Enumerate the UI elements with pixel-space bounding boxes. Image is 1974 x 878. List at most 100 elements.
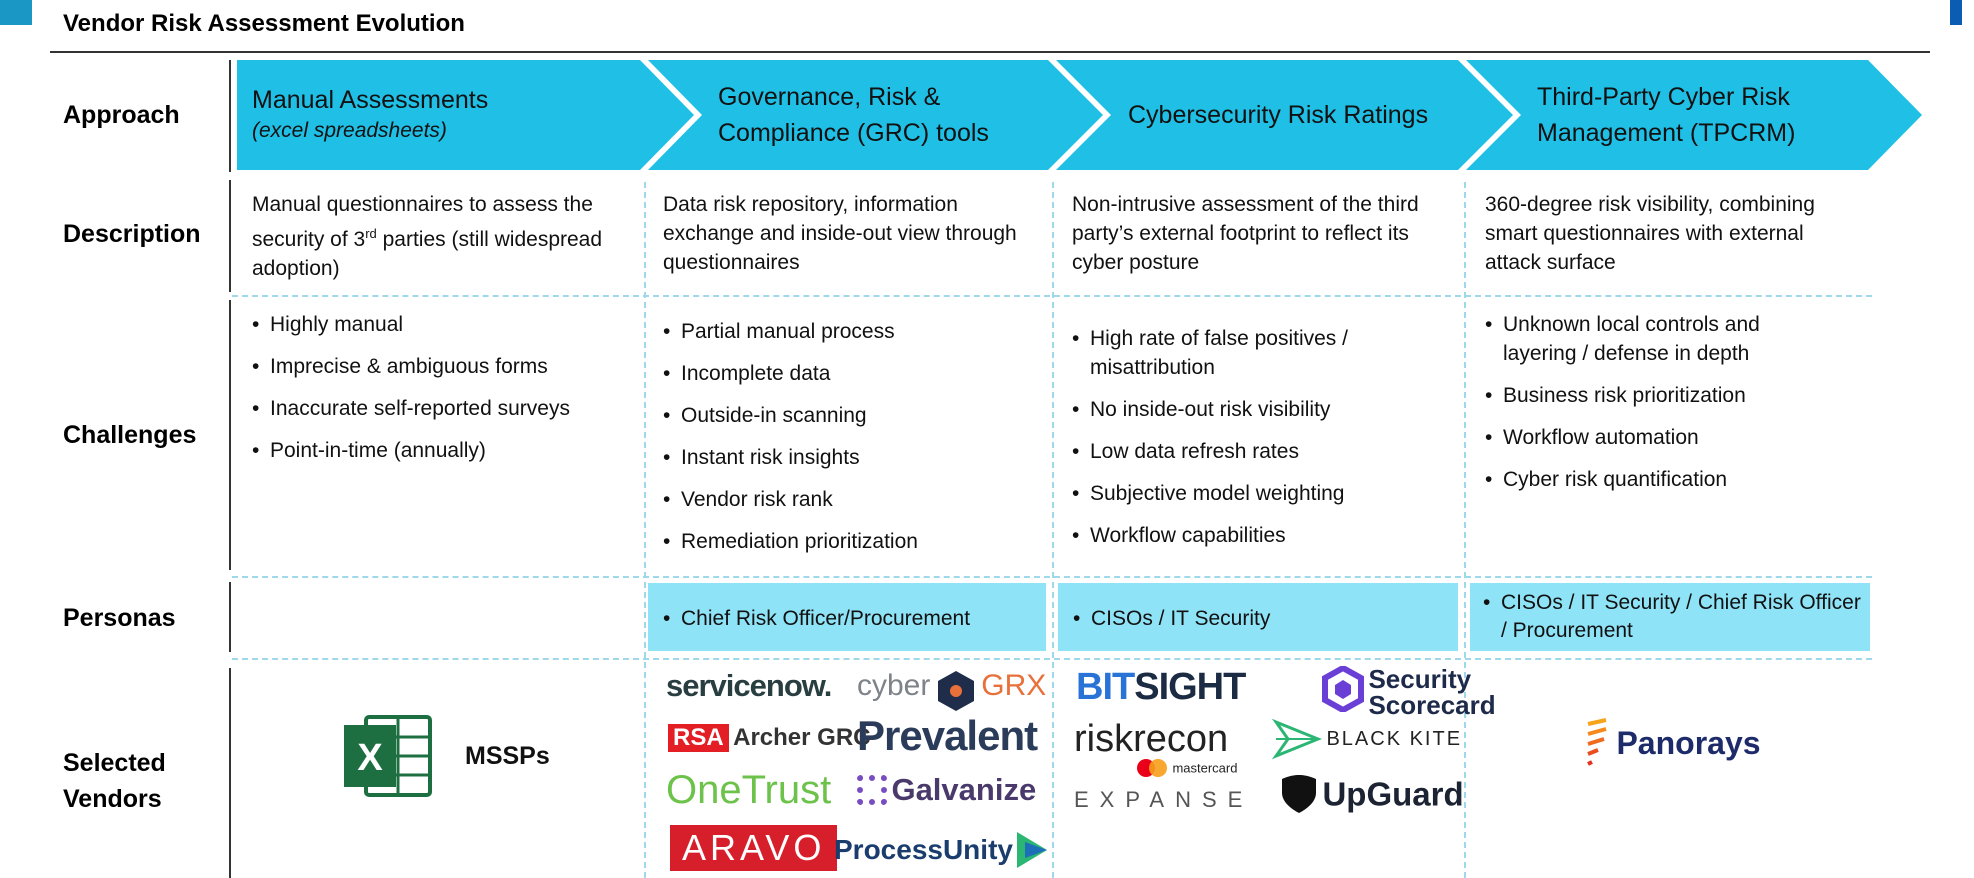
upguard-logo: UpGuard (1280, 773, 1464, 815)
mssps-label: MSSPs (465, 742, 550, 770)
challenges-manual: Highly manual Imprecise & ambiguous form… (252, 310, 632, 478)
list-item: Remediation prioritization (663, 527, 1033, 556)
mastercard-logo: mastercard (1136, 758, 1237, 778)
list-item: Point-in-time (annually) (252, 436, 632, 465)
securityscorecard-line2: Scorecard (1368, 690, 1496, 720)
list-item: Highly manual (252, 310, 632, 339)
list-item: Partial manual process (663, 317, 1033, 346)
approach-grc-line1: Governance, Risk & (718, 83, 941, 111)
list-item: Workflow capabilities (1072, 521, 1412, 550)
row-label-challenges: Challenges (63, 421, 197, 449)
list-item: Imprecise & ambiguous forms (252, 352, 632, 381)
approach-tpcrm: Third-Party Cyber Risk Management (TPCRM… (1537, 79, 1795, 151)
blackkite-icon (1271, 718, 1322, 760)
approach-chevrons (237, 60, 1922, 170)
corner-accent-left (0, 0, 32, 25)
row-separator (229, 668, 231, 878)
description-ratings: Non-intrusive assessment of the third pa… (1072, 193, 1419, 274)
prevalent-logo: Prevalent (857, 712, 1038, 759)
list-item: Business risk prioritization (1485, 381, 1815, 410)
list-item: Incomplete data (663, 359, 1033, 388)
chevron-manual (237, 60, 694, 170)
bitsight-logo: BITSIGHT (1076, 666, 1246, 708)
list-item: Subjective model weighting (1072, 479, 1412, 508)
riskrecon-logo: riskrecon (1074, 718, 1229, 760)
row-label-approach: Approach (63, 101, 180, 129)
approach-tpcrm-line1: Third-Party Cyber Risk (1537, 83, 1790, 111)
panorays-icon (1587, 718, 1607, 766)
aravo-logo: ARAVO (670, 825, 838, 871)
list-item: Cyber risk quantification (1485, 465, 1815, 494)
approach-tpcrm-line2: Management (TPCRM) (1537, 119, 1796, 147)
list-item: Instant risk insights (663, 443, 1033, 472)
approach-manual-title: Manual Assessments (252, 86, 489, 114)
list-item: No inside-out risk visibility (1072, 395, 1412, 424)
list-item: Unknown local controls and layering / de… (1485, 310, 1815, 368)
cybergrx-logo: cyber GRX (857, 670, 1046, 712)
expanse-logo: EXPANSE (1074, 787, 1254, 812)
servicenow-logo: servicenow. (666, 668, 832, 703)
persona-item: CISOs / IT Security (1073, 605, 1458, 633)
list-item: Vendor risk rank (663, 485, 1033, 514)
row-divider (232, 295, 1872, 297)
persona-box-ratings: CISOs / IT Security (1058, 583, 1458, 651)
approach-grc-line2: Compliance (GRC) tools (718, 119, 989, 147)
galvanize-icon (857, 774, 887, 805)
list-item: Outside-in scanning (663, 401, 1033, 430)
column-divider (644, 182, 646, 878)
list-item: Inaccurate self-reported surveys (252, 394, 632, 423)
upguard-text: UpGuard (1322, 775, 1464, 813)
column-divider (1052, 182, 1054, 878)
row-label-vendors: Vendors (63, 785, 162, 813)
onetrust-logo: OneTrust (666, 768, 832, 812)
row-label-personas: Personas (63, 604, 176, 632)
row-separator (229, 300, 231, 570)
row-separator (229, 60, 231, 172)
processunity-text: ProcessUnity (834, 834, 1013, 865)
challenges-tpcrm: Unknown local controls and layering / de… (1485, 310, 1815, 507)
processunity-icon (1017, 832, 1048, 868)
panorays-text: Panorays (1616, 725, 1761, 761)
list-item: Workflow automation (1485, 423, 1815, 452)
row-divider (232, 658, 1872, 660)
cybergrx-logo-grx: GRX (981, 669, 1047, 703)
securityscorecard-icon (1322, 664, 1364, 714)
column-divider (1464, 182, 1466, 878)
challenges-ratings: High rate of false positives / misattrib… (1072, 324, 1412, 563)
chevron-ratings (1056, 60, 1513, 170)
row-label-description: Description (63, 220, 201, 248)
persona-item: CISOs / IT Security / Chief Risk Officer… (1483, 589, 1870, 645)
approach-grc: Governance, Risk & Compliance (GRC) tool… (718, 79, 989, 151)
mastercard-text: mastercard (1172, 760, 1238, 776)
list-item: Low data refresh rates (1072, 437, 1412, 466)
approach-ratings: Cybersecurity Risk Ratings (1128, 97, 1428, 133)
bitsight-logo-sight: SIGHT (1134, 666, 1246, 708)
mastercard-icon (1137, 759, 1167, 777)
securityscorecard-text: Security Scorecard (1368, 666, 1495, 718)
row-separator (229, 180, 231, 292)
description-manual: Manual questionnaires to assess the secu… (252, 190, 632, 283)
rsa-badge: RSA (668, 724, 729, 752)
blackkite-text: BLACK KITE (1326, 728, 1463, 750)
persona-box-grc: Chief Risk Officer/Procurement (648, 583, 1046, 651)
panorays-logo: Panorays (1582, 718, 1761, 768)
page-title: Vendor Risk Assessment Evolution (63, 10, 465, 37)
cybergrx-icon (937, 671, 974, 711)
cybergrx-logo-text: cyber (857, 669, 931, 703)
archer-logo: RSA Archer GRC (668, 724, 871, 752)
upguard-icon (1282, 775, 1316, 813)
blackkite-logo: BLACK KITE (1271, 718, 1463, 760)
excel-icon: X (344, 715, 432, 797)
description-manual-text-end: parties (still widespread adoption) (252, 228, 603, 280)
archer-text: Archer GRC (733, 724, 871, 751)
bitsight-logo-bit: BIT (1076, 666, 1135, 708)
list-item: High rate of false positives / misattrib… (1072, 324, 1412, 382)
persona-item: Chief Risk Officer/Procurement (663, 605, 1046, 633)
approach-manual: Manual Assessments (excel spreadsheets) (252, 82, 488, 144)
challenges-grc: Partial manual process Incomplete data O… (663, 317, 1033, 569)
description-tpcrm: 360-degree risk visibility, combining sm… (1485, 193, 1815, 274)
row-label-selected: Selected (63, 749, 166, 777)
securityscorecard-logo: Security Scorecard (1322, 664, 1496, 718)
svg-text:X: X (357, 737, 383, 779)
processunity-logo: ProcessUnity (834, 832, 1048, 868)
